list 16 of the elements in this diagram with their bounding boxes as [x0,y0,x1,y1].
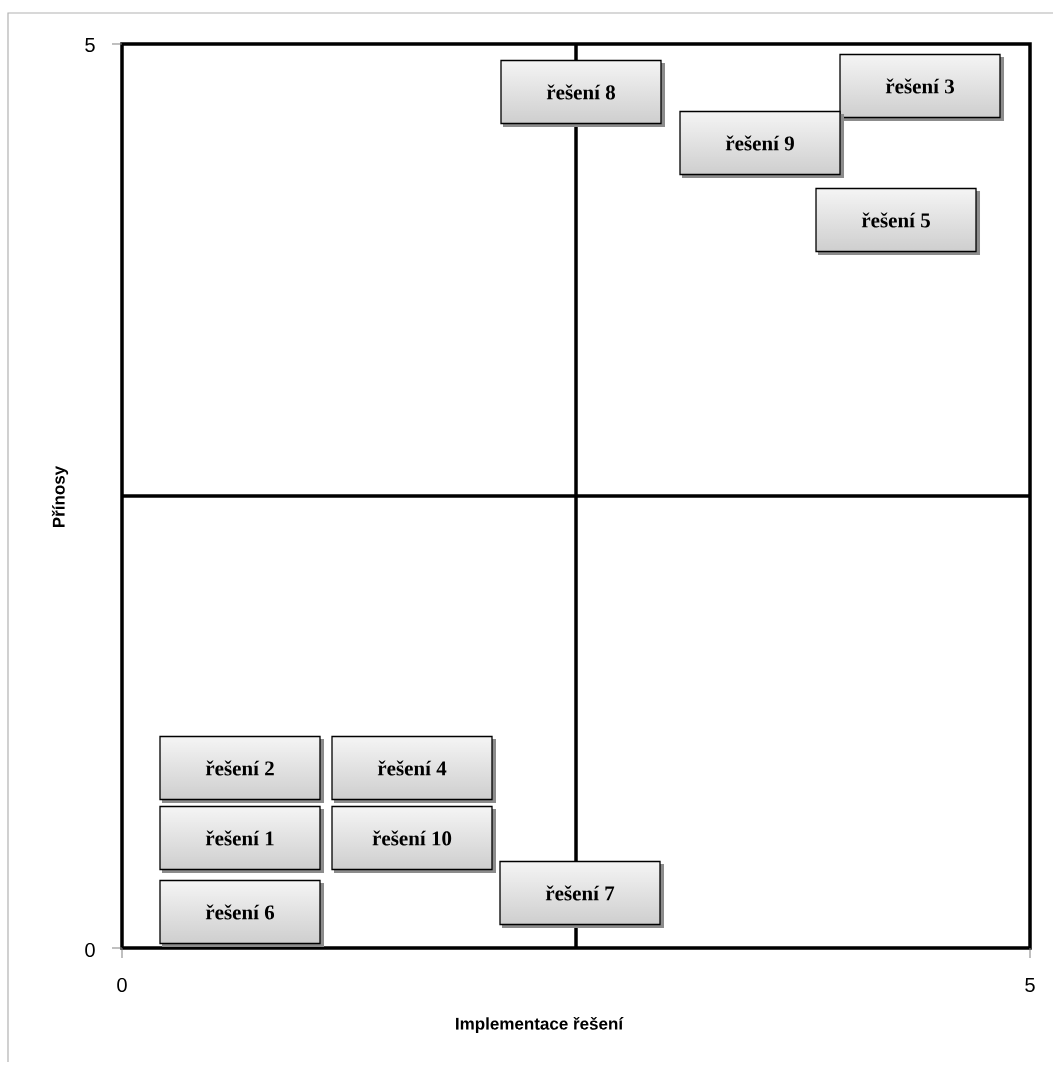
axis-title: Implementace řešení [456,1016,624,1034]
tick-label: 5 [1025,978,1035,992]
axis-title: Přínosy [51,465,69,528]
solution-box: řešení 7 [499,860,664,928]
solution-box: řešení 9 [679,110,844,178]
solution-box: řešení 4 [331,735,496,803]
solution-box: řešení 5 [815,187,980,255]
solution-box: řešení 1 [159,805,324,873]
solution-box: řešení 2 [159,735,324,803]
tick-label: 5 [85,38,95,52]
solution-box: řešení 10 [331,805,496,873]
solution-box: řešení 8 [500,59,665,127]
solution-box: řešení 6 [159,879,324,947]
tick-label: 0 [117,977,127,993]
solution-box: řešení 3 [839,53,1004,121]
tick-label: 0 [85,942,95,958]
